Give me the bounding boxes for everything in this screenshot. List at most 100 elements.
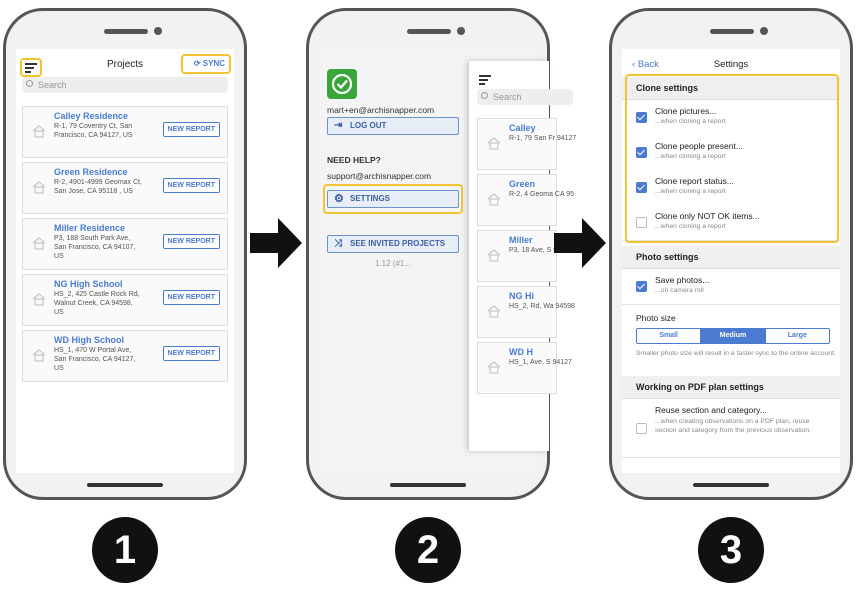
- photo-size-label: Photo size: [636, 313, 676, 323]
- row-subtitle: ...when cloning a report: [655, 118, 726, 125]
- phone-speaker: [407, 29, 451, 34]
- overlay-search-input[interactable]: Search: [477, 89, 573, 105]
- save-photos-checkbox[interactable]: [636, 281, 647, 292]
- new-report-button[interactable]: NEW REPORT: [162, 346, 220, 361]
- settings-label: SETTINGS: [350, 194, 391, 203]
- sync-highlight: [181, 54, 231, 74]
- menu-screen: mart+en@archisnapper.com ⇥ LOG OUT NEED …: [319, 49, 576, 473]
- overlay-project-card[interactable]: WD H HS_1, Ave, S 94127: [477, 342, 572, 394]
- row-title: Save photos...: [655, 275, 710, 285]
- settings-button[interactable]: ⚙ SETTINGS: [327, 190, 459, 208]
- project-name[interactable]: Miller: [509, 235, 533, 245]
- phone-camera: [760, 27, 768, 35]
- house-icon: [32, 125, 46, 138]
- project-name[interactable]: WD High School: [54, 335, 124, 345]
- clone-setting-row[interactable]: Clone report status......when cloning a …: [622, 170, 840, 206]
- project-name[interactable]: Calley: [509, 123, 536, 133]
- house-icon: [487, 249, 501, 262]
- clone-setting-row[interactable]: Clone pictures......when cloning a repor…: [622, 100, 840, 136]
- clone-settings-highlight: [625, 74, 839, 243]
- support-email[interactable]: support@archisnapper.com: [327, 171, 432, 181]
- project-name[interactable]: WD H: [509, 347, 533, 357]
- pdf-settings-header: Working on PDF plan settings: [622, 376, 840, 399]
- settings-highlight: [323, 184, 463, 214]
- row-subtitle: ...when cloning a report: [655, 153, 726, 160]
- clone-checkbox[interactable]: [636, 182, 647, 193]
- clone-checkbox[interactable]: [636, 217, 647, 228]
- house-icon: [32, 293, 46, 306]
- logout-label: LOG OUT: [350, 121, 387, 130]
- hamburger-menu-icon[interactable]: [479, 75, 491, 87]
- menu-highlight: [20, 58, 42, 77]
- project-address: HS_2, 425 Castle Rock Rd, Walnut Creek, …: [54, 291, 140, 316]
- reuse-row[interactable]: Reuse section and category... ...when cr…: [622, 399, 840, 458]
- project-name[interactable]: NG High School: [54, 279, 123, 289]
- phone-settings: ‹ Back Settings Clone settings Clone pic…: [609, 8, 853, 500]
- page-title: Projects: [106, 59, 144, 70]
- row-title: Clone people present...: [655, 141, 743, 151]
- back-button[interactable]: ‹ Back: [632, 59, 659, 70]
- sync-button[interactable]: ⟳ SYNC: [194, 59, 225, 68]
- new-report-button[interactable]: NEW REPORT: [162, 178, 220, 193]
- phone-speaker: [104, 29, 148, 34]
- gear-icon: ⚙: [334, 193, 344, 205]
- project-address: HS_1, Ave, S 94127: [509, 359, 572, 366]
- save-photos-row[interactable]: Save photos... ...on camera roll: [622, 269, 840, 305]
- house-icon: [487, 361, 501, 374]
- overlay-search-placeholder: Search: [493, 92, 522, 102]
- clone-settings-header: Clone settings: [622, 77, 840, 100]
- clone-setting-row[interactable]: Clone only NOT OK items......when clonin…: [622, 205, 840, 241]
- project-name[interactable]: Green: [509, 179, 536, 189]
- phone-camera: [457, 27, 465, 35]
- hamburger-menu-icon[interactable]: [25, 63, 37, 75]
- page-title: Settings: [713, 59, 749, 70]
- photo-size-selector[interactable]: Small Medium Large: [636, 328, 830, 344]
- clone-checkbox[interactable]: [636, 147, 647, 158]
- chevron-left-icon: ‹: [632, 59, 636, 70]
- app-logo: [327, 69, 357, 99]
- search-placeholder: Search: [38, 80, 67, 90]
- project-name[interactable]: NG Hi: [509, 291, 535, 301]
- row-subtitle: ...when cloning a report: [655, 188, 726, 195]
- new-report-button[interactable]: NEW REPORT: [162, 290, 220, 305]
- overlay-project-card[interactable]: NG Hi HS_2, Rd, Wa 94598: [477, 286, 575, 338]
- photo-size-large[interactable]: Large: [764, 329, 829, 343]
- search-input[interactable]: Search: [22, 77, 228, 93]
- project-address: HS_2, Rd, Wa 94598: [509, 303, 575, 310]
- search-icon: [26, 80, 33, 87]
- home-indicator: [390, 483, 466, 487]
- project-address: R-2, 4 Geoma CA 95: [509, 191, 574, 198]
- logout-button[interactable]: ⇥ LOG OUT: [327, 117, 459, 135]
- photo-size-note: Smaller photo size will result in a fast…: [636, 350, 836, 357]
- step-1-badge: 1: [92, 517, 158, 583]
- settings-screen: ‹ Back Settings Clone settings Clone pic…: [622, 49, 840, 473]
- new-report-button[interactable]: NEW REPORT: [162, 234, 220, 249]
- project-name[interactable]: Miller Residence: [54, 223, 126, 233]
- phone-menu: mart+en@archisnapper.com ⇥ LOG OUT NEED …: [306, 8, 576, 500]
- project-name[interactable]: Calley Residence: [54, 111, 129, 121]
- photo-size-medium[interactable]: Medium: [700, 329, 765, 343]
- clone-checkbox[interactable]: [636, 112, 647, 123]
- app-version: 1.12 (#1...: [374, 259, 412, 268]
- arrow-right-icon: [250, 218, 302, 268]
- clone-setting-row[interactable]: Clone people present... ...when cloning a…: [622, 135, 840, 171]
- row-subtitle: ...when creating observations on a PDF p…: [655, 418, 812, 434]
- project-name[interactable]: Green Residence: [54, 167, 128, 177]
- reuse-checkbox[interactable]: [636, 423, 647, 434]
- new-report-button[interactable]: NEW REPORT: [162, 122, 220, 137]
- invited-projects-button[interactable]: ⤨ SEE INVITED PROJECTS: [327, 235, 459, 253]
- row-title: Reuse section and category...: [655, 405, 767, 415]
- arrow-right-icon: [554, 218, 606, 268]
- photo-size-small[interactable]: Small: [659, 332, 678, 339]
